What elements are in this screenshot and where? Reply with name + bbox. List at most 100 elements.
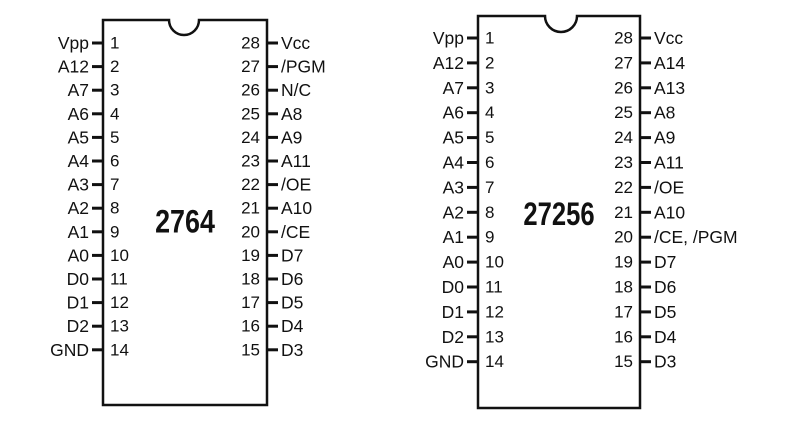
pin-number-label: 28 <box>614 29 633 48</box>
pin-name-label: A11 <box>654 153 684 173</box>
pin-number-label: 10 <box>485 253 504 272</box>
pin-number-label: 5 <box>485 128 494 147</box>
pin-number-label: 3 <box>485 78 494 97</box>
pin-number-label: 27 <box>241 57 260 76</box>
pin-number-label: 25 <box>614 103 633 122</box>
pin-name-label: A5 <box>68 127 89 147</box>
pin-5: A5 5 <box>68 127 120 147</box>
chip-body-outline <box>476 14 642 410</box>
pin-number-label: 2 <box>485 53 494 72</box>
pin-name-label: A6 <box>68 104 89 124</box>
pin-name-label: D1 <box>442 302 464 322</box>
pin-name-label: D3 <box>281 340 303 360</box>
pin-27: 27/PGM <box>241 57 326 77</box>
pin-number-label: 8 <box>110 199 119 218</box>
pin-name-label: A7 <box>443 78 464 98</box>
pin-number-label: 23 <box>614 153 633 172</box>
pin-name-label: Vcc <box>281 33 310 53</box>
pin-number-label: 9 <box>110 222 119 241</box>
pin-1: Vpp 1 <box>58 33 120 53</box>
pin-name-label: D5 <box>654 302 676 322</box>
pin-number-label: 8 <box>485 203 494 222</box>
pin-25: 25 A8 <box>614 103 675 123</box>
pin-number-label: 25 <box>241 104 260 123</box>
pin-name-label: A3 <box>68 175 89 195</box>
pin-name-label: A13 <box>654 78 685 98</box>
pin-26: 26 A13 <box>614 78 685 98</box>
pin-number-label: 15 <box>241 340 260 359</box>
pin-name-label: A3 <box>443 177 464 197</box>
pin-28: 28 Vcc <box>614 28 683 48</box>
pin-number-label: 4 <box>485 103 494 122</box>
pin-3: A7 3 <box>443 78 495 98</box>
pin-name-label: Vpp <box>58 33 89 53</box>
pin-number-label: 1 <box>110 34 119 53</box>
pin-number-label: 12 <box>485 302 504 321</box>
pin-number-label: 5 <box>110 128 119 147</box>
pin-name-label: Vcc <box>654 28 683 48</box>
pin-name-label: A1 <box>68 222 89 242</box>
pin-number-label: 2 <box>110 57 119 76</box>
pin-number-label: 7 <box>110 175 119 194</box>
pin-name-label: A4 <box>68 151 90 171</box>
pin-number-label: 26 <box>241 81 260 100</box>
pin-name-label: D7 <box>281 245 303 265</box>
pin-name-label: D6 <box>281 269 303 289</box>
pin-number-label: 16 <box>241 317 260 336</box>
pin-number-label: 18 <box>614 278 633 297</box>
pin-number-label: 18 <box>241 270 260 289</box>
pin-number-label: 1 <box>485 29 494 48</box>
pin-name-label: A1 <box>443 227 464 247</box>
pin-name-label: D1 <box>67 293 89 313</box>
pin-number-label: 14 <box>110 340 129 359</box>
pin-22: 22/OE <box>241 175 311 195</box>
pin-name-label: D4 <box>654 327 677 347</box>
pin-name-label: D0 <box>67 269 90 289</box>
pin-15: 15 D3 <box>241 340 303 360</box>
pin-number-label: 22 <box>241 175 260 194</box>
pin-number-label: 9 <box>485 228 494 247</box>
pin-name-label: D2 <box>442 327 464 347</box>
pin-number-label: 26 <box>614 78 633 97</box>
orientation-notch <box>560 15 562 17</box>
pin-9: A1 9 <box>68 222 120 242</box>
pin-name-label: D3 <box>654 352 676 372</box>
pin-number-label: 14 <box>485 352 504 371</box>
pin-name-label: A9 <box>654 128 675 148</box>
pin-number-label: 19 <box>614 253 633 272</box>
pin-name-label: A9 <box>281 127 302 147</box>
pin-name-label: A8 <box>654 103 675 123</box>
pin-name-label: A11 <box>281 151 311 171</box>
pin-name-label: A2 <box>443 202 464 222</box>
part-number-label: 2764 <box>155 204 215 240</box>
orientation-notch <box>183 19 185 21</box>
